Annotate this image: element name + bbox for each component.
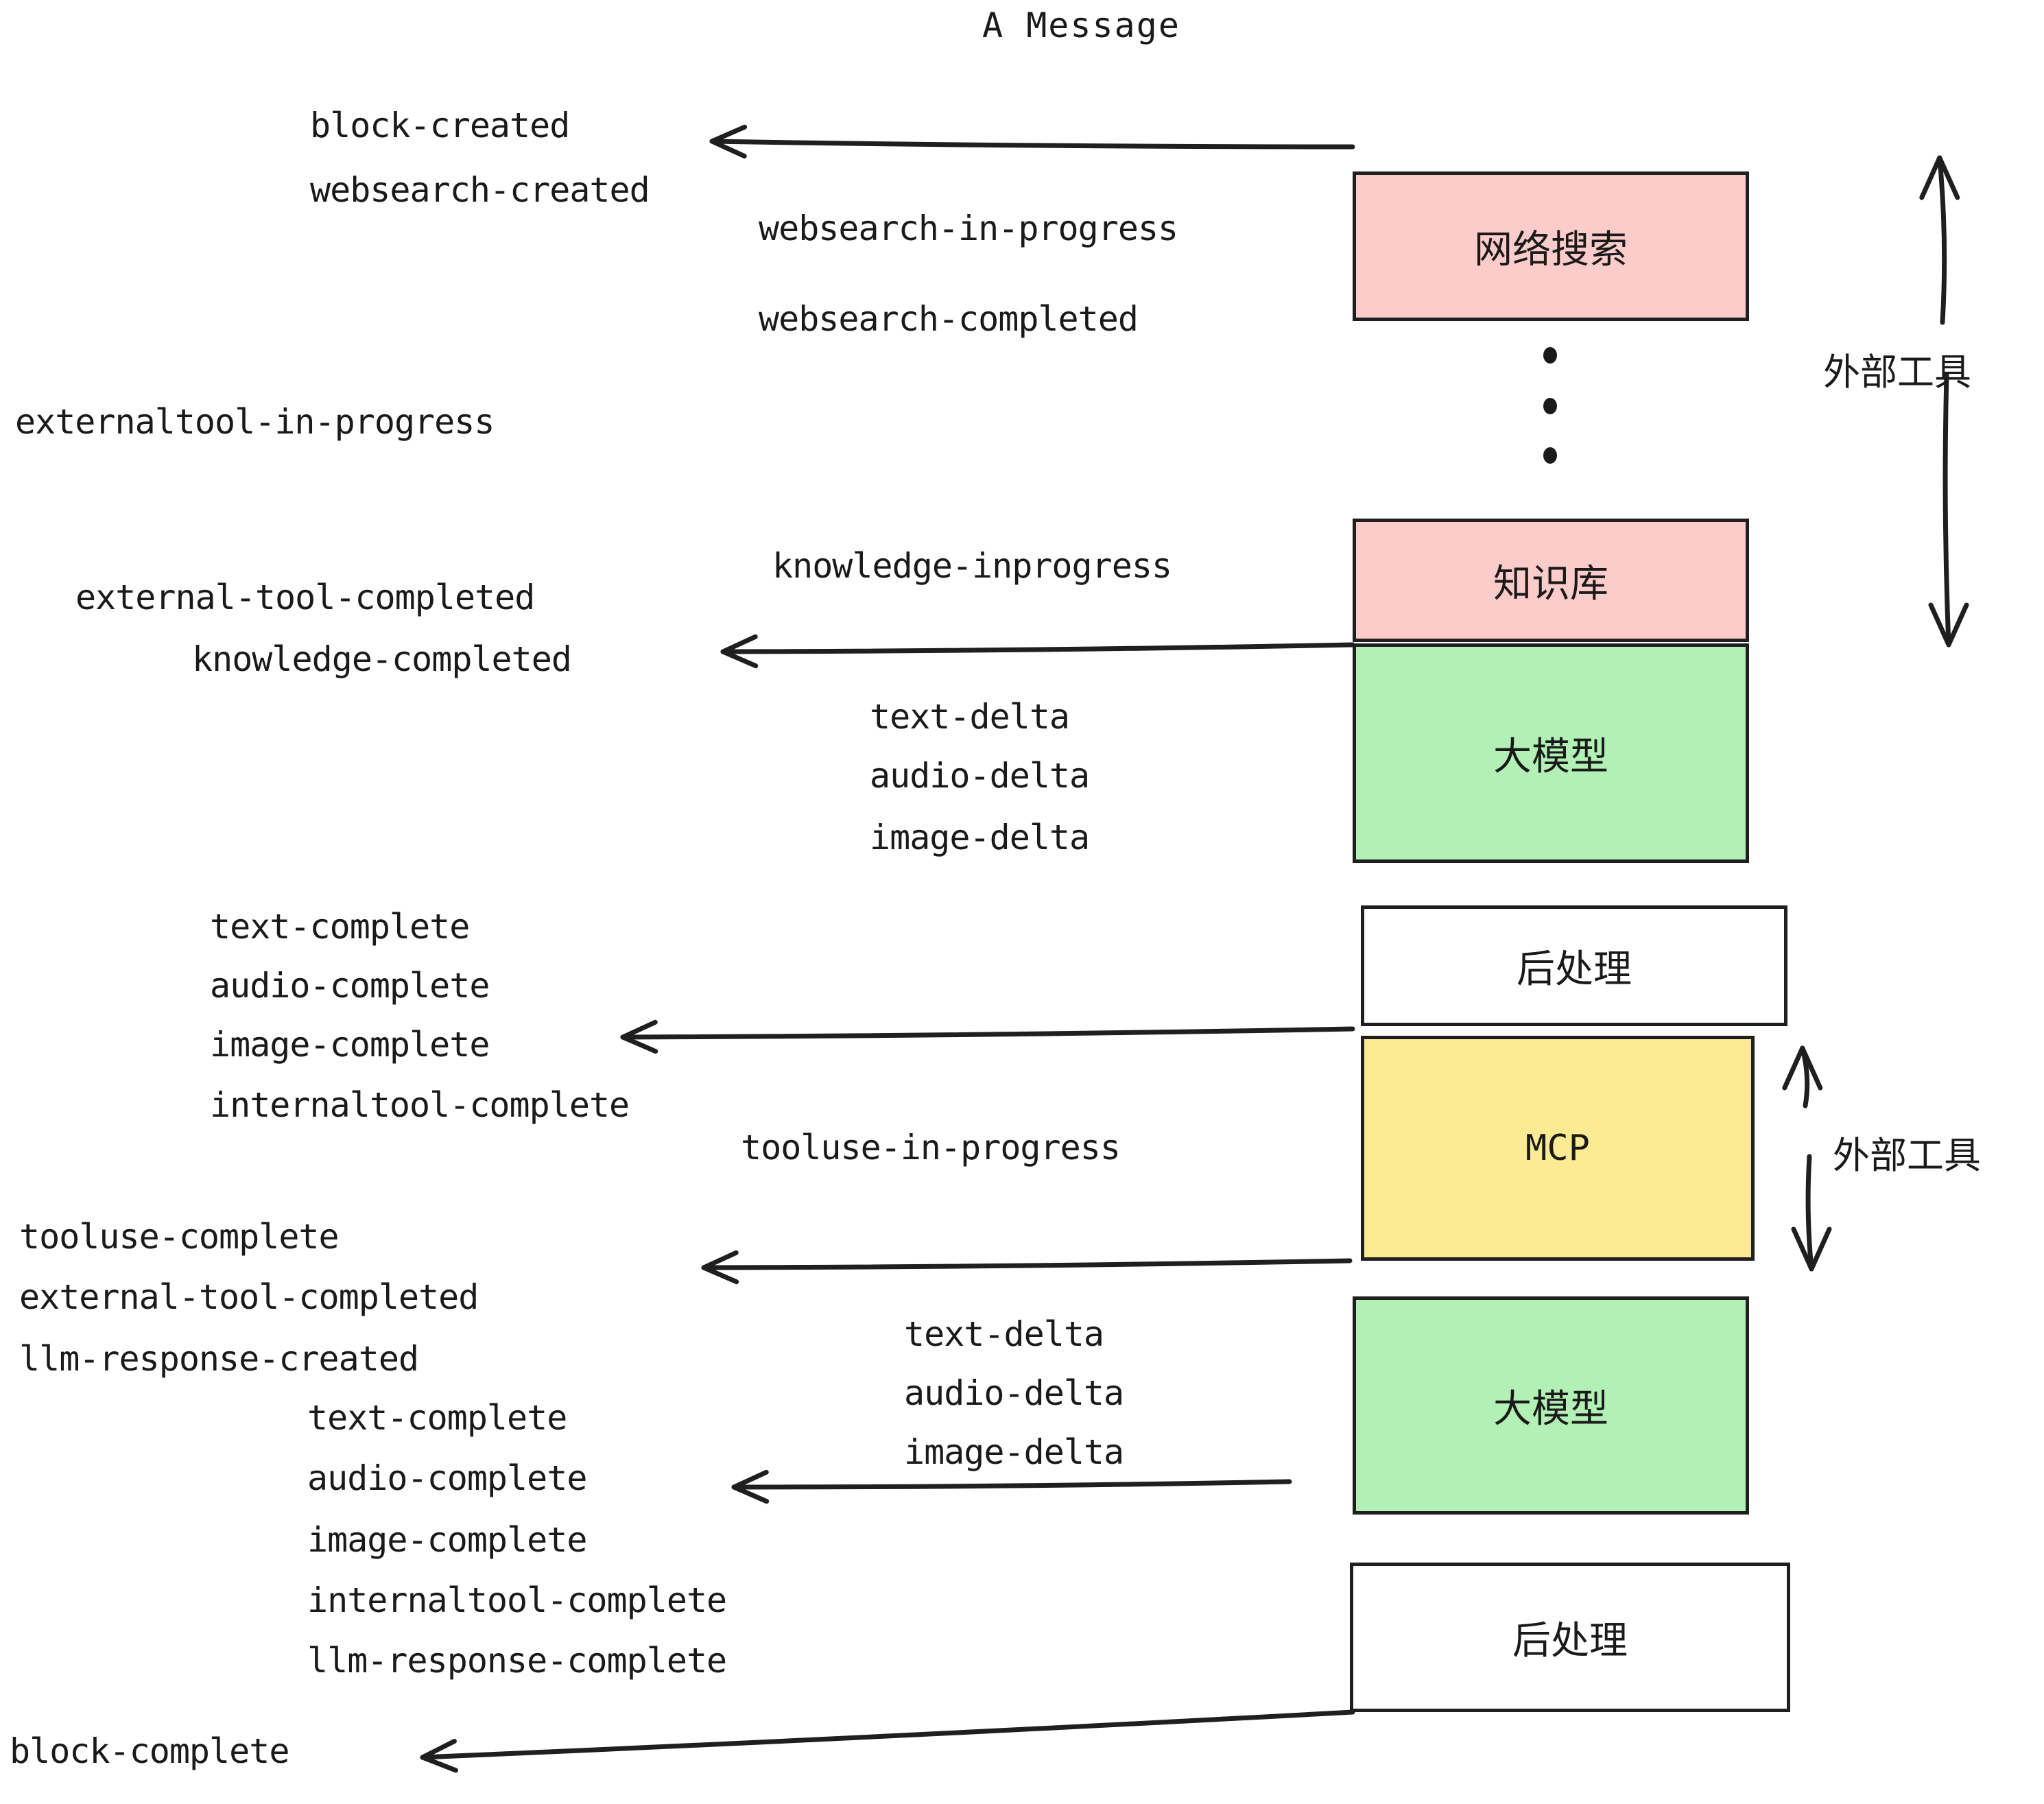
arrow-websearch-to-block-shaft — [709, 139, 1355, 150]
arrow-websearch-to-block — [709, 124, 1355, 159]
node-box-knowledge: 知识库 — [1353, 519, 1749, 642]
node-box-llm-1: 大模型 — [1353, 643, 1749, 863]
node-box-post-1: 后处理 — [1361, 905, 1787, 1026]
external-tool-arrow-up-top-head — [1919, 155, 1960, 200]
node-box-post-2: 后处理 — [1350, 1563, 1790, 1712]
external-tool-arrow-down-top-shaft — [1942, 372, 1951, 648]
external-tool-arrow-down-top-head — [1928, 602, 1969, 648]
external-tool-arrow-down-bot-head — [1791, 1226, 1832, 1272]
arrow-knowledge-to-left-head — [720, 634, 759, 669]
event-label-tooluse-in-progress: tooluse-in-progress — [741, 1128, 1121, 1167]
ellipsis-dot-2 — [1543, 398, 1557, 414]
event-label-image-delta-2: image-delta — [904, 1432, 1124, 1472]
arrow-post2-to-blockcomplete-shaft — [420, 1709, 1355, 1760]
ellipsis-dot-3 — [1543, 447, 1557, 464]
node-box-llm-2: 大模型 — [1353, 1296, 1749, 1515]
event-label-externaltool-in-progress: externaltool-in-progress — [15, 402, 495, 442]
external-tool-arrow-down-bot-shaft — [1805, 1154, 1814, 1272]
event-label-internaltool-complete-2: internaltool-complete — [307, 1580, 727, 1620]
event-label-llm-response-complete: llm-response-complete — [307, 1641, 727, 1681]
event-label-websearch-completed: websearch-completed — [759, 299, 1139, 339]
group-label-external-tool-top: 外部工具 — [1823, 351, 1971, 394]
external-tool-arrow-down-bot — [1791, 1154, 1832, 1272]
event-label-text-complete-2: text-complete — [307, 1398, 567, 1438]
event-label-audio-delta-1: audio-delta — [870, 756, 1090, 796]
node-label-mcp: MCP — [1525, 1128, 1590, 1169]
node-label-knowledge: 知识库 — [1493, 561, 1608, 606]
arrow-knowledge-to-left-shaft — [720, 642, 1355, 654]
node-label-post-2: 后处理 — [1512, 1618, 1628, 1663]
external-tool-arrow-up-bot-shaft — [1800, 1045, 1810, 1108]
external-tool-arrow-down-top — [1928, 372, 1969, 648]
event-label-image-delta-1: image-delta — [870, 818, 1090, 857]
external-tool-arrow-up-bot-head — [1782, 1045, 1823, 1091]
event-label-audio-complete-1: audio-complete — [210, 966, 490, 1006]
event-label-image-complete-2: image-complete — [307, 1520, 587, 1560]
event-label-knowledge-completed: knowledge-completed — [192, 639, 572, 679]
node-label-post-1: 后处理 — [1517, 947, 1632, 992]
arrow-post1-to-left-shaft — [620, 1026, 1355, 1040]
event-label-image-complete-1: image-complete — [210, 1025, 490, 1065]
event-label-audio-delta-2: audio-delta — [904, 1373, 1124, 1413]
event-label-websearch-created: websearch-created — [310, 170, 650, 210]
arrow-post1-to-left-head — [620, 1019, 658, 1054]
arrow-mcp-to-tooluse — [701, 1250, 1353, 1285]
node-box-websearch: 网络搜索 — [1353, 171, 1749, 321]
external-tool-arrow-up-bot — [1782, 1045, 1823, 1108]
node-box-mcp: MCP — [1361, 1036, 1755, 1261]
event-label-text-delta-2: text-delta — [904, 1314, 1104, 1354]
event-label-tooluse-complete: tooluse-complete — [19, 1217, 340, 1257]
event-label-block-complete: block-complete — [10, 1731, 289, 1771]
event-label-external-tool-completed: external-tool-completed — [75, 578, 535, 617]
event-label-knowledge-inprogress: knowledge-inprogress — [772, 546, 1172, 586]
node-label-websearch: 网络搜索 — [1474, 227, 1628, 272]
ellipsis-dot-1 — [1543, 347, 1557, 364]
event-label-audio-complete-2: audio-complete — [307, 1458, 587, 1498]
arrow-llm2-to-audio-shaft — [731, 1479, 1292, 1490]
external-tool-arrow-up-top — [1919, 155, 1960, 325]
event-label-internaltool-complete-1: internaltool-complete — [210, 1085, 630, 1125]
event-label-external-tool-completed-2: external-tool-completed — [19, 1277, 479, 1317]
event-label-llm-response-created: llm-response-created — [19, 1339, 419, 1379]
arrow-llm2-to-audio-head — [731, 1469, 770, 1504]
arrow-post2-to-blockcomplete — [420, 1709, 1355, 1773]
group-label-external-tool-bottom: 外部工具 — [1833, 1134, 1981, 1177]
event-label-text-delta-1: text-delta — [870, 697, 1070, 737]
external-tool-arrow-up-top-shaft — [1937, 155, 1947, 325]
event-label-block-created: block-created — [310, 106, 570, 145]
event-label-text-complete-1: text-complete — [210, 907, 470, 947]
arrow-websearch-to-block-head — [709, 124, 748, 159]
arrow-mcp-to-tooluse-head — [701, 1250, 739, 1285]
page-title: A Message — [982, 5, 1180, 45]
arrow-knowledge-to-left — [720, 634, 1355, 669]
node-label-llm-2: 大模型 — [1493, 1386, 1608, 1432]
arrow-post2-to-blockcomplete-head — [420, 1739, 458, 1773]
event-label-websearch-in-progress: websearch-in-progress — [759, 209, 1178, 248]
arrow-llm2-to-audio — [731, 1469, 1292, 1504]
arrow-mcp-to-tooluse-shaft — [701, 1258, 1353, 1270]
node-label-llm-1: 大模型 — [1493, 734, 1608, 779]
arrow-post1-to-left — [620, 1019, 1355, 1054]
